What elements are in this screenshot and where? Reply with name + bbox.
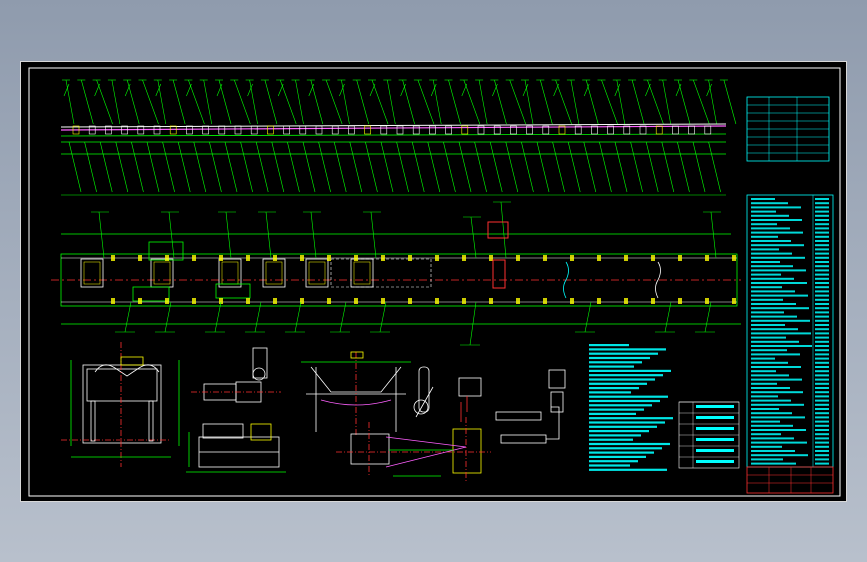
plan-view [51,201,741,346]
title-block [746,466,834,494]
drawing-sheet [20,61,847,502]
elevation-belt [60,125,727,131]
inner-frame [28,67,841,497]
technical-notes [589,344,673,471]
cad-drawing [28,67,841,497]
leader-lines-top [62,79,737,125]
elevation-idlers [72,125,712,135]
head-section [61,342,180,467]
plan-idler-frames [80,241,736,304]
elevation-return-line [60,133,727,137]
drive-unit [186,347,286,473]
idler-frame [301,351,411,437]
sub-table [678,401,740,469]
leader-lines-bottom [68,141,721,193]
tension-arrangement [336,402,560,482]
take-up-detail [413,366,566,421]
plan-leaders [91,201,721,346]
overall-elevation [60,79,737,196]
elevation-top-rail [60,123,727,128]
parts-list [746,194,834,468]
spec-table [746,96,830,162]
